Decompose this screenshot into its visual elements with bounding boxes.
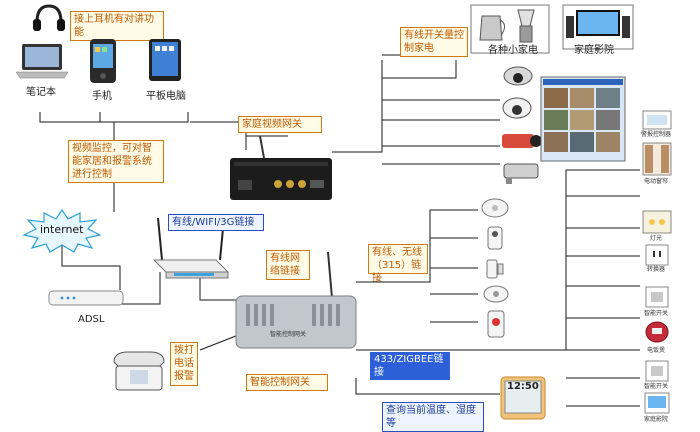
security-controller-label: 警报控制器	[640, 131, 671, 138]
door-sensor-icon	[486, 259, 504, 279]
smart-switch-label: 智能开关	[643, 310, 668, 317]
home-theater-2-label: 家庭影院	[643, 416, 668, 423]
curtain-icon	[642, 142, 672, 176]
home-video-gateway-label: 家庭视频网关	[238, 116, 322, 133]
tablet-label: 平板电脑	[146, 91, 186, 102]
dome-camera-1-icon	[503, 66, 533, 86]
socket-icon	[645, 244, 669, 266]
bullet-camera-2-icon	[503, 163, 539, 184]
small-appliances-label: 各种小家电	[488, 45, 538, 56]
panic-button-icon	[487, 310, 505, 338]
phone-label: 手机	[92, 91, 112, 102]
zigbee-link-label: 433/ZIGBEE链接	[370, 352, 450, 380]
home-theater-2-icon	[644, 392, 670, 414]
adsl-label: ADSL	[78, 314, 105, 325]
bullet-camera-1-icon	[502, 134, 542, 148]
home-video-gateway-device	[230, 136, 332, 200]
dome-camera-2-icon	[502, 97, 532, 119]
lamp-icon	[642, 210, 672, 234]
wired-network-link-label: 有线网络链接	[266, 250, 310, 280]
smoke-detector-icon	[481, 198, 509, 218]
ceiling-sensor-icon	[483, 285, 509, 303]
telephone-icon	[113, 351, 165, 391]
video-monitor-note: 视频监控，可对智能家居和报警系统进行控制	[68, 140, 164, 183]
thermometer-time: 12:50	[507, 381, 539, 392]
rice-cooker-icon	[645, 321, 669, 343]
router-icon	[152, 217, 230, 279]
security-controller-icon	[642, 110, 672, 130]
internet-cloud-icon	[22, 208, 102, 253]
wired-wifi-3g-label: 有线/WIFI/3G链接	[168, 214, 264, 231]
laptop-label: 笔记本	[26, 87, 56, 98]
smart-switch-icon	[645, 286, 669, 308]
small-appliances-icon	[470, 4, 550, 54]
headset-icon	[33, 4, 65, 31]
smart-switch-2-icon	[645, 360, 669, 382]
smart-switch-2-label: 智能开关	[643, 383, 668, 390]
home-theater-icon	[562, 4, 634, 50]
phone-icon	[90, 39, 116, 83]
lamp-label: 灯光	[649, 235, 662, 242]
wired-switch-note: 有线开关量控制家电	[400, 27, 468, 57]
smart-gateway-label: 智能控制网关	[246, 374, 328, 391]
gateway-screen-text: 智能控制网关	[269, 331, 306, 338]
pir-sensor-icon	[487, 226, 503, 250]
rice-cooker-label: 电饭煲	[646, 347, 665, 354]
internet-label: internet	[40, 223, 84, 236]
surveillance-monitor-screen	[540, 76, 626, 162]
headset-note: 接上耳机有对讲功能	[70, 11, 164, 41]
thermometer-display-icon	[500, 376, 546, 420]
sensors-link-label: 有线、无线（315）链接	[368, 244, 428, 284]
tablet-icon	[149, 39, 181, 81]
curtain-label: 电动窗帘	[643, 178, 668, 185]
socket-label: 转换器	[646, 266, 665, 273]
laptop-icon	[15, 44, 69, 79]
adsl-modem-icon	[48, 290, 124, 306]
smart-control-gateway-device	[235, 252, 357, 349]
dial-alarm-label: 拨打电话报警	[170, 342, 198, 386]
home-theater-label: 家庭影院	[574, 45, 614, 56]
